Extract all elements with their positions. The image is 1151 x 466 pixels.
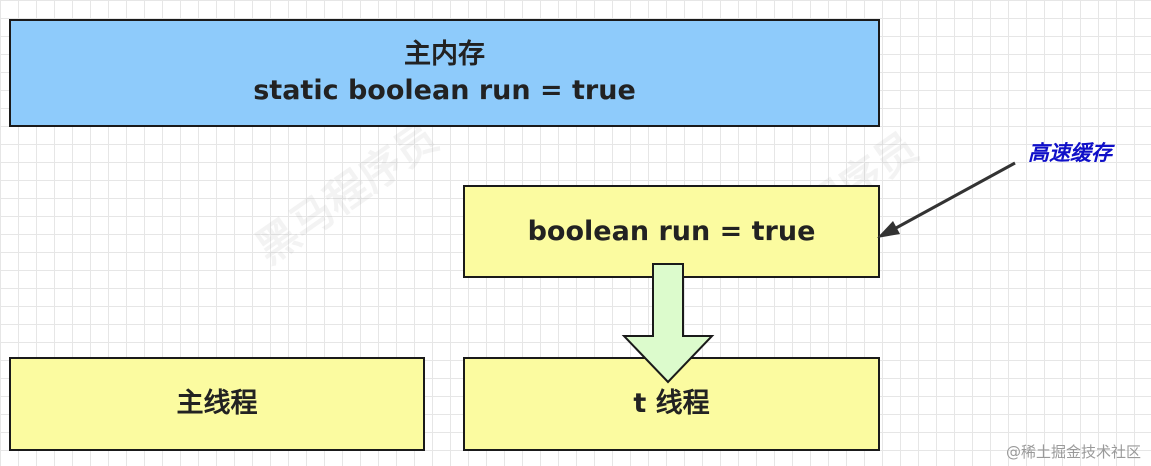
t-thread-label: t 线程	[633, 388, 710, 419]
cache-label: 高速缓存	[1028, 141, 1112, 165]
site-watermark: @稀土掘金技术社区	[1005, 443, 1141, 461]
cache-pointer-line	[895, 161, 1016, 230]
cache-box: boolean run = true	[463, 185, 880, 278]
main-memory-box: 主内存 static boolean run = true	[9, 19, 880, 127]
cache-code: boolean run = true	[527, 215, 816, 247]
main-thread-box: 主线程	[9, 357, 425, 451]
main-thread-label: 主线程	[176, 388, 258, 419]
main-memory-title: 主内存	[404, 39, 485, 70]
cache-pointer-arrowhead	[877, 221, 900, 238]
main-memory-code: static boolean run = true	[253, 75, 636, 106]
down-block-arrow	[621, 263, 715, 384]
